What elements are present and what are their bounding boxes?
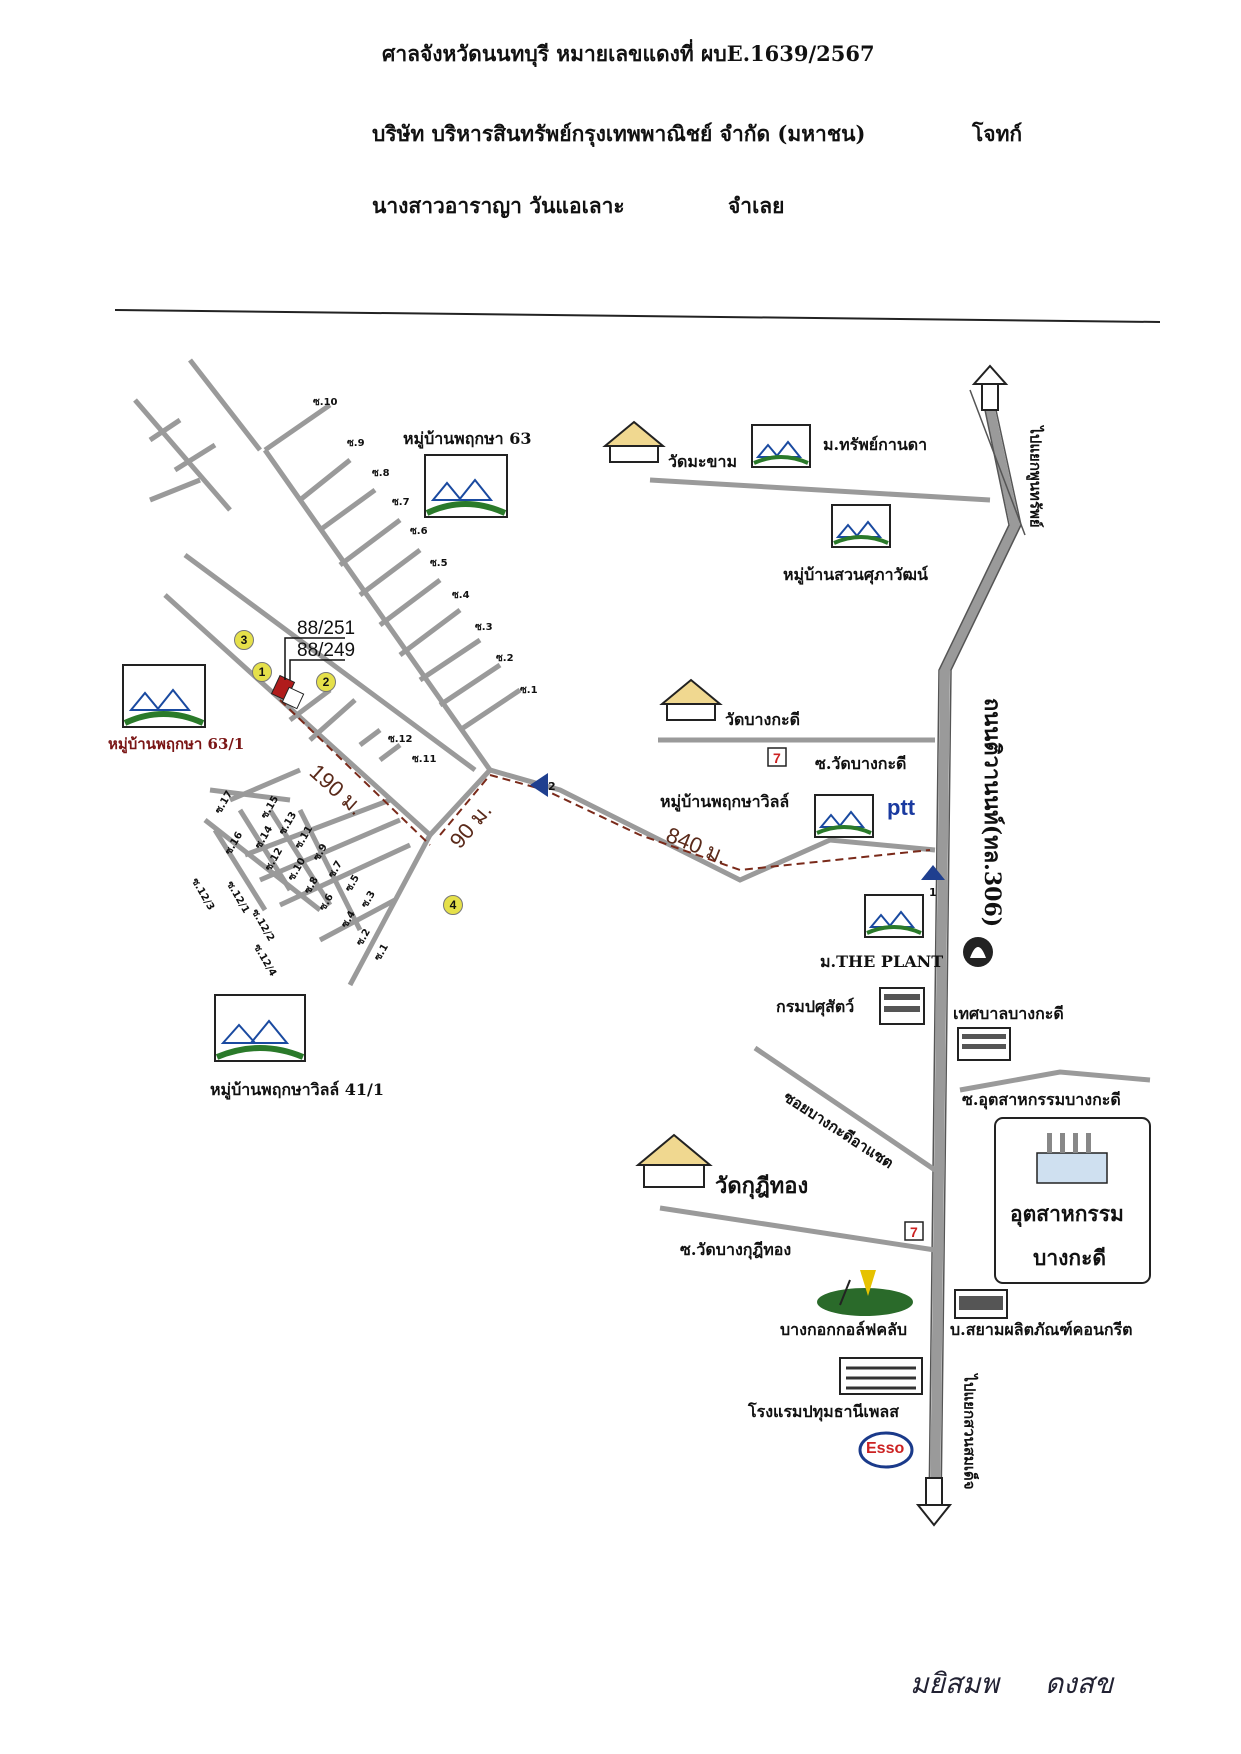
south-arrow-icon — [915, 1477, 953, 1527]
signature-1: มยิสมพ — [910, 1667, 999, 1700]
hotel-icon — [839, 1357, 923, 1395]
esso-label: Esso — [866, 1440, 905, 1457]
defendant-role: จำเลย — [728, 193, 785, 218]
soi-wat-kutthong-label: ซ.วัดบางกุฎีทอง — [680, 1240, 792, 1259]
soi-a-5: ซ.5 — [430, 558, 448, 569]
side-roads — [649, 477, 1151, 1253]
wat-makham-label: วัดมะขาม — [668, 452, 737, 471]
village-icon-63 — [424, 454, 508, 518]
seven-eleven-icon-2: 7 — [904, 1221, 924, 1241]
village-41-1-label: หมู่บ้านพฤกษาวิลล์ 41/1 — [210, 1080, 385, 1099]
street-grid-b — [203, 767, 412, 943]
wat-bangkadi-label: วัดบางกะดี — [725, 710, 800, 729]
main-road — [930, 408, 1021, 1511]
badge-2: 2 — [316, 672, 336, 692]
livestock-label: กรมปศุสัตว์ — [776, 997, 855, 1016]
road-marker-label-2: 2 — [548, 780, 556, 793]
village-sap-label: ม.ทรัพย์กานดา — [823, 435, 928, 454]
village-icon-suan — [831, 504, 891, 548]
municipality-label: เทศบาลบางกะดี — [953, 1004, 1064, 1023]
marker-1-icon — [921, 865, 945, 880]
road-marker-label-1: 1 — [929, 886, 937, 899]
badge-4: 4 — [443, 895, 463, 915]
golf-label: บางกอกกอล์ฟคลับ — [780, 1320, 908, 1339]
direction-south: ไปแยกสวนสมเด็จ — [960, 1374, 979, 1490]
soi-a-2: ซ.2 — [496, 653, 514, 664]
route-line — [279, 699, 931, 872]
temple-icon-makham — [602, 420, 666, 463]
soi-a-7: ซ.7 — [392, 497, 410, 508]
main-road-edge — [928, 389, 1026, 1511]
village-ville-label: หมู่บ้านพฤกษาวิลล์ — [660, 792, 790, 811]
direction-north: ไปแยกพูนทรัพย์ — [1026, 426, 1045, 528]
village-icon-63-1 — [122, 664, 206, 728]
plot-leader — [284, 637, 345, 680]
golf-icon — [817, 1270, 913, 1316]
village-suan-label: หมู่บ้านสวนศุภาวัฒน์ — [783, 565, 928, 584]
plot-number-1: 88/251 — [297, 618, 356, 639]
marker-2-icon — [530, 773, 548, 797]
signature-2: ดงสข — [1045, 1667, 1114, 1700]
soi-a-10: ซ.10 — [313, 397, 338, 408]
street-grid-a — [133, 358, 936, 987]
village-63-1-label: หมู่บ้านพฤกษา 63/1 — [108, 735, 245, 753]
map-top-border — [114, 309, 1161, 323]
soi-wat-bangkadi-label: ซ.วัดบางกะดี — [815, 754, 907, 773]
badge-3: 3 — [234, 630, 254, 650]
village-63-label: หมู่บ้านพฤกษา 63 — [403, 429, 532, 448]
village-icon-sap — [751, 424, 811, 468]
municipality-building-icon — [957, 1027, 1011, 1061]
defendant-name: นางสาวอาราญา วันแอเลาะ — [372, 193, 625, 218]
wat-kutthong-label: วัดกุฎีทอง — [715, 1173, 809, 1199]
north-arrow-icon — [971, 364, 1009, 411]
industry-label: อุตสาหกรรม — [1010, 1201, 1124, 1226]
soi-a-8: ซ.8 — [372, 468, 390, 479]
svg-text:7: 7 — [773, 750, 781, 766]
village-icon-plant — [864, 894, 924, 938]
concrete-label: บ.สยามผลิตภัณฑ์คอนกรีต — [950, 1320, 1133, 1339]
soi-a-12: ซ.12 — [388, 734, 413, 745]
plot-icon-2 — [281, 686, 305, 710]
soi-industry-label: ซ.อุตสาหกรรมบางกะดี — [962, 1090, 1121, 1109]
hotel-label: โรงแรมปทุมธานีเพลส — [748, 1402, 899, 1421]
plaintiff-name: บริษัท บริหารสินทรัพย์กรุงเทพพาณิชย์ จำก… — [372, 121, 866, 146]
plot-number-2: 88/249 — [297, 640, 356, 661]
village-icon-41-1 — [214, 994, 306, 1062]
badge-1: 1 — [252, 662, 272, 682]
svg-text:7: 7 — [910, 1224, 918, 1240]
temple-icon-kutthong — [635, 1133, 713, 1188]
soi-a-1: ซ.1 — [520, 685, 538, 696]
plaintiff-role: โจทก์ — [972, 121, 1023, 146]
village-plant-label: ม.THE PLANT — [820, 952, 944, 971]
livestock-building-icon — [879, 987, 925, 1025]
ptt-label: ptt — [887, 795, 916, 820]
seven-eleven-icon-1: 7 — [767, 747, 787, 767]
highway-shield-icon — [963, 937, 993, 967]
industry-label-2: บางกะดี — [1033, 1245, 1107, 1270]
court-header: ศาลจังหวัดนนทบุรี หมายเลขแดงที่ ผบE.1639… — [382, 41, 875, 66]
soi-a-9: ซ.9 — [347, 438, 365, 449]
industry-box — [994, 1117, 1151, 1284]
soi-a-3: ซ.3 — [475, 622, 493, 633]
soi-a-4: ซ.4 — [452, 590, 470, 601]
temple-icon-bangkadi — [659, 678, 723, 721]
concrete-factory-icon — [954, 1289, 1008, 1319]
soi-a-6: ซ.6 — [410, 526, 428, 537]
esso-logo-icon — [858, 1431, 914, 1469]
main-road-label: ถนนติวานนท์(ทล.306) — [979, 697, 1006, 928]
soi-a-11: ซ.11 — [412, 754, 437, 765]
village-icon-ville — [814, 794, 874, 838]
